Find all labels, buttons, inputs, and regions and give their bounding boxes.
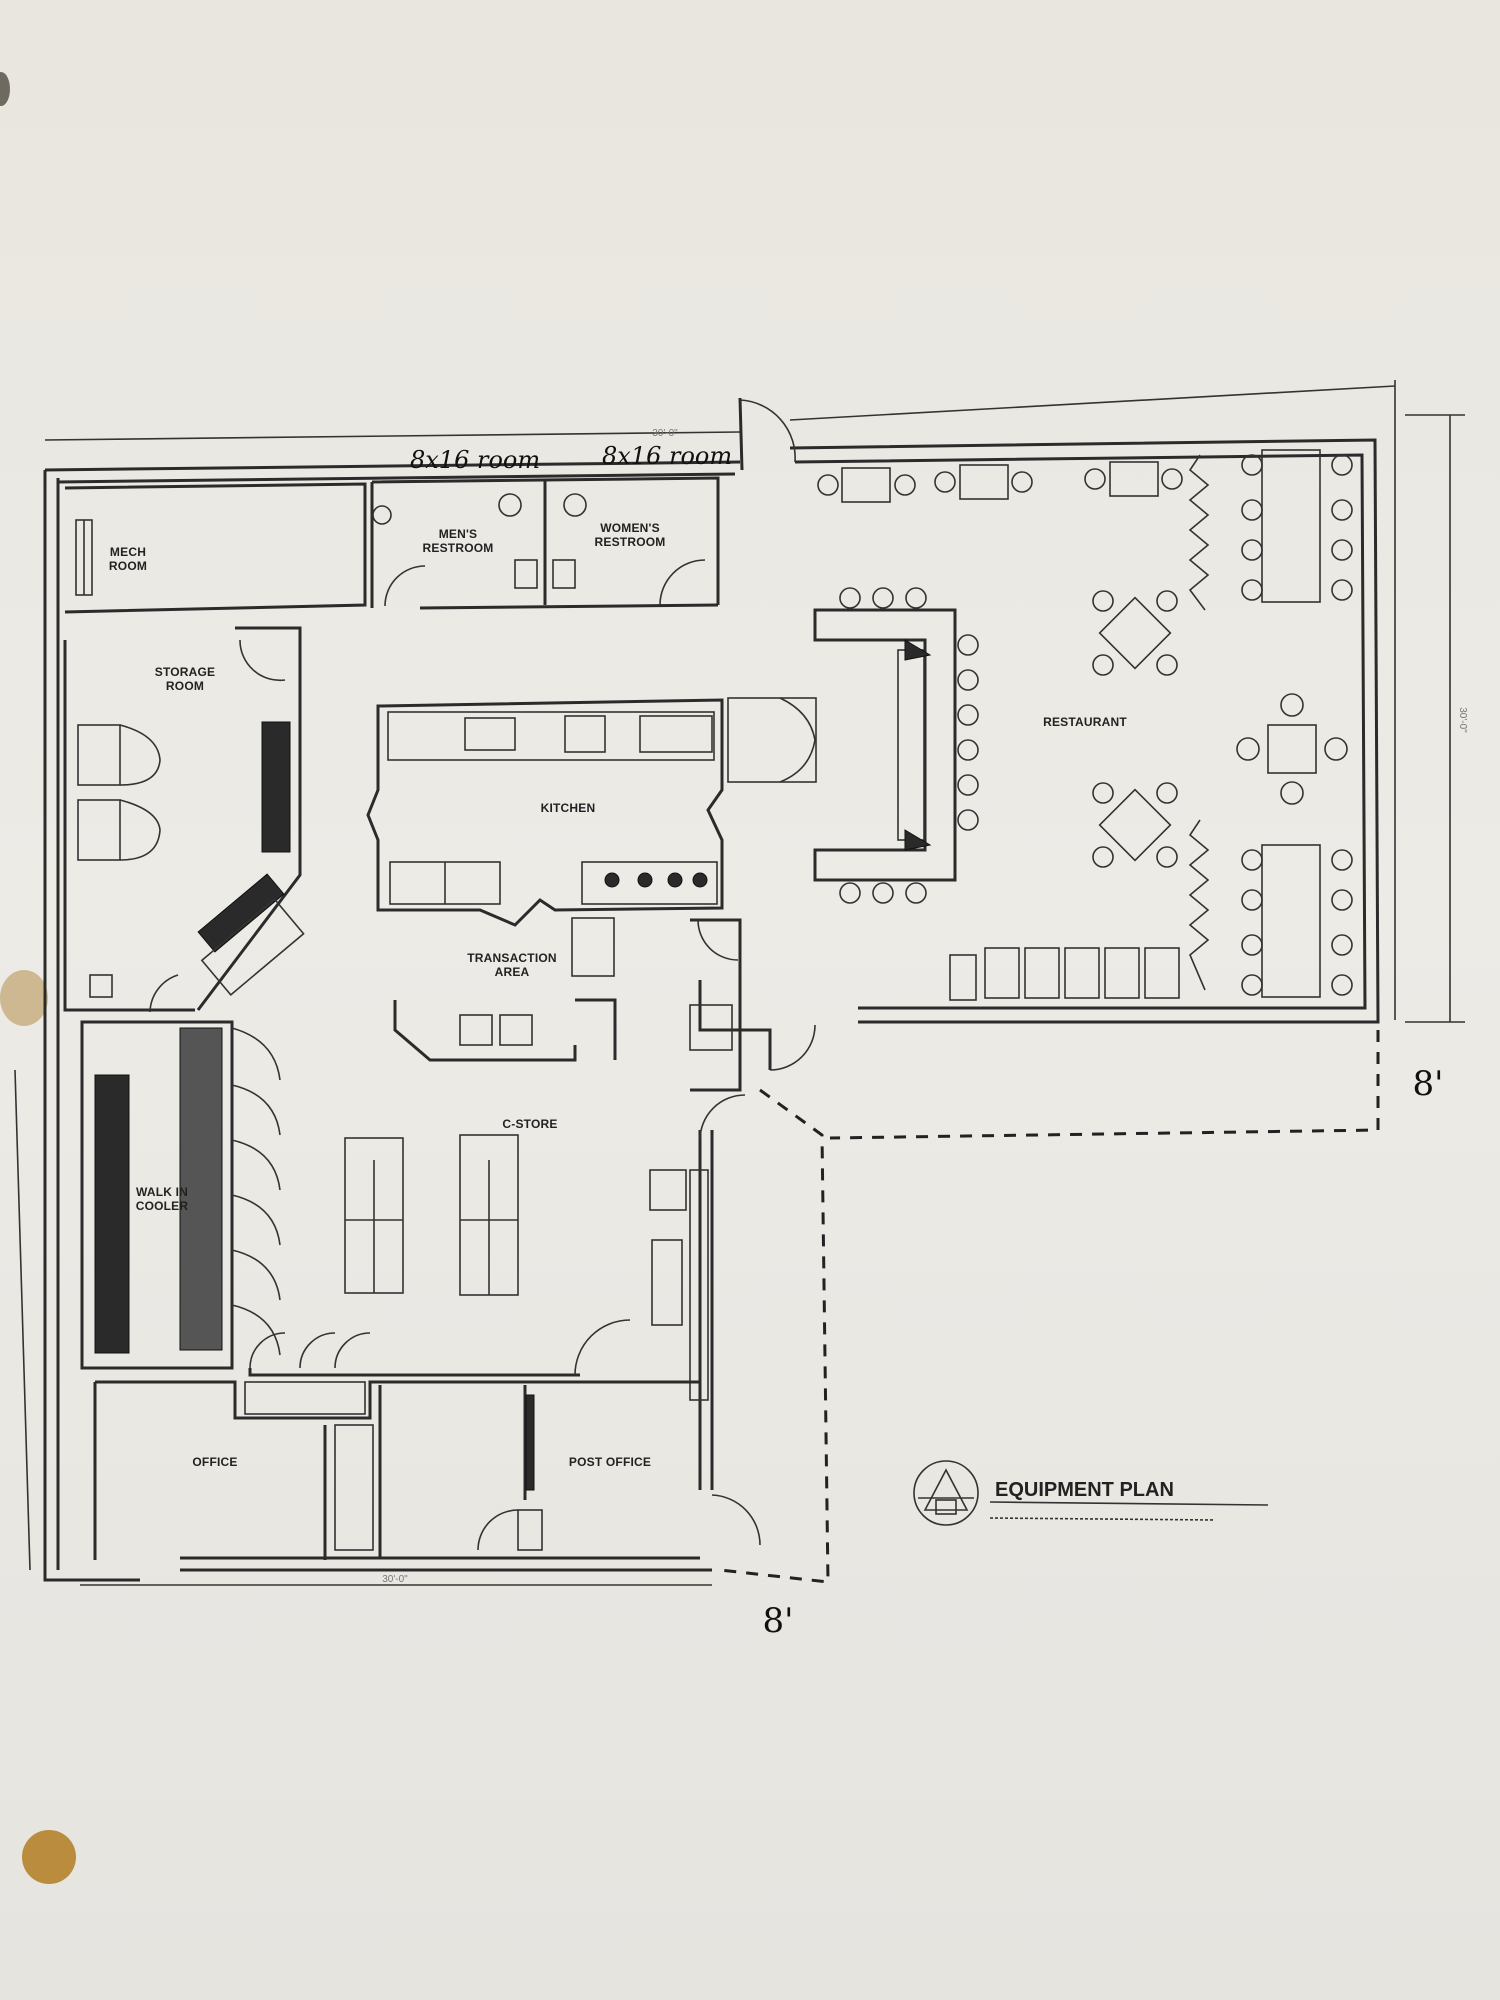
office-post-office: OFFICE POST OFFICE: [93, 1380, 761, 1560]
main-entry-door: [738, 397, 796, 471]
vestibule: [689, 918, 816, 1141]
post-office-label: POST OFFICE: [569, 1455, 651, 1469]
equipment-plan-title: EQUIPMENT PLAN: [995, 1479, 1174, 1501]
mens-room-note: 8x16 room: [410, 446, 540, 474]
svg-text:30'-0": 30'-0": [652, 428, 678, 439]
c-store: C-STORE: [248, 1117, 709, 1401]
womens-restroom-label-2: RESTROOM: [595, 535, 666, 549]
side-extension-note: 8': [1413, 1064, 1444, 1104]
mech-room-label: MECH: [110, 545, 146, 559]
storage-room-label-2: ROOM: [166, 679, 204, 693]
womens-restroom-label: WOMEN'S: [600, 521, 660, 535]
mech-room-label-2: ROOM: [109, 559, 147, 573]
binder-hole-top: [0, 72, 10, 106]
transaction-area: TRANSACTION AREA: [393, 917, 617, 1062]
walk-in-cooler: WALK IN COOLER: [80, 1020, 281, 1370]
binder-hole-bottom: [22, 1830, 76, 1884]
svg-text:30'-0": 30'-0": [1457, 707, 1468, 733]
walk-in-cooler-label: WALK IN: [136, 1185, 188, 1199]
proposed-extension: [719, 1030, 1380, 1584]
mens-restroom-label-2: RESTROOM: [423, 541, 494, 555]
bottom-extension-note: 8': [763, 1601, 794, 1641]
transaction-area-label: TRANSACTION: [467, 951, 557, 965]
svg-text:30'-0": 30'-0": [382, 1574, 408, 1585]
binder-hole-middle: [0, 970, 48, 1026]
walk-in-cooler-label-2: COOLER: [136, 1199, 189, 1213]
restrooms: MEN'S RESTROOM WOMEN'S RESTROOM: [370, 476, 720, 610]
kitchen: KITCHEN: [366, 697, 817, 927]
mens-restroom-label: MEN'S: [439, 527, 478, 541]
womens-room-note: 8x16 room: [602, 442, 732, 470]
mech-room: MECH ROOM: [64, 482, 367, 614]
office-label: OFFICE: [192, 1455, 237, 1469]
storage-room-label: STORAGE: [155, 665, 216, 679]
restaurant: RESTAURANT: [813, 449, 1353, 1001]
dimension-lines: 30'-0" 30'-0" 30'-0": [14, 380, 1468, 1586]
handwritten-notes: 8x16 room 8x16 room 8' 8': [410, 442, 1443, 1641]
restaurant-label: RESTAURANT: [1043, 715, 1127, 729]
c-store-label: C-STORE: [502, 1117, 557, 1131]
storage-room: STORAGE ROOM: [63, 626, 305, 1013]
building-outline: [43, 438, 1380, 1582]
kitchen-label: KITCHEN: [541, 801, 596, 815]
transaction-area-label-2: AREA: [495, 965, 530, 979]
title-block: EQUIPMENT PLAN: [913, 1460, 1269, 1526]
